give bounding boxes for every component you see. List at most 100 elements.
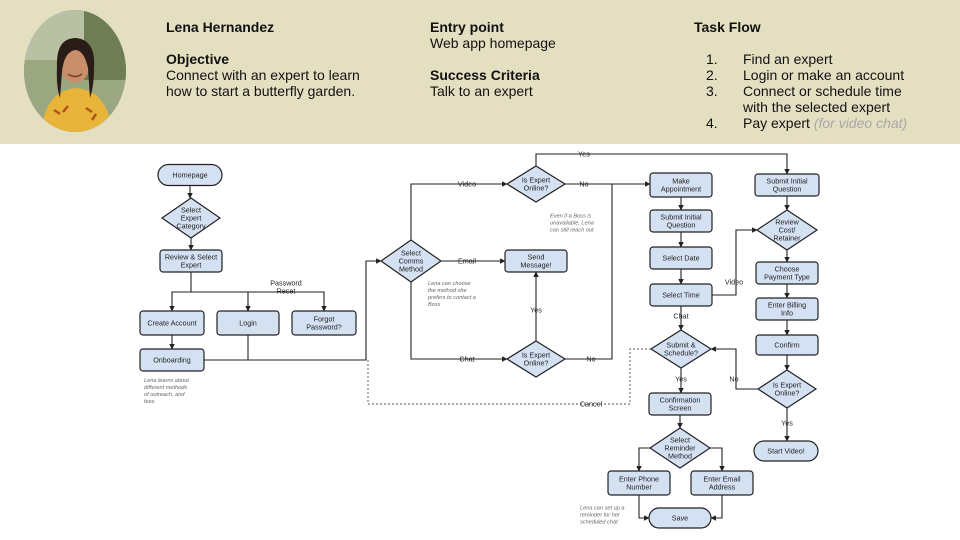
flow-node-save: Save bbox=[648, 507, 712, 529]
node-label: Create Account bbox=[147, 319, 196, 328]
flow-connector bbox=[710, 495, 723, 521]
node-label: Address bbox=[709, 483, 736, 492]
node-label: Message! bbox=[520, 261, 551, 270]
note-comms: Lena can choose bbox=[428, 281, 471, 287]
node-label: Expert bbox=[181, 214, 202, 223]
task-step-number: 3. bbox=[706, 83, 718, 99]
node-label: Confirmation bbox=[660, 396, 701, 405]
node-label: Comms bbox=[399, 257, 424, 266]
flow-node-onboarding: Onboarding bbox=[139, 348, 205, 372]
node-label: Onboarding bbox=[153, 356, 191, 365]
node-label: Number bbox=[626, 483, 652, 492]
persona-photo bbox=[24, 10, 126, 132]
node-label: Select bbox=[181, 206, 201, 215]
node-label: Select bbox=[670, 436, 690, 445]
flow-connector bbox=[248, 291, 327, 312]
flow-node-submit-schedule: Submit &Schedule? bbox=[649, 329, 713, 369]
success-criteria-label: Success Criteria bbox=[430, 67, 540, 83]
task-step-text: with the selected expert bbox=[743, 99, 891, 115]
node-label: Screen bbox=[669, 404, 692, 413]
node-label: Question bbox=[667, 221, 696, 230]
persona-name: Lena Hernandez bbox=[166, 19, 275, 35]
edge-label-password-reset: Password bbox=[270, 279, 302, 288]
task-step-text: Connect or schedule time bbox=[743, 83, 902, 99]
task-step-text: Pay expert (for video chat) bbox=[743, 115, 907, 131]
task-step-main: Pay expert bbox=[743, 115, 814, 131]
note-comms: Boss bbox=[428, 302, 441, 308]
flow-node-select-time: Select Time bbox=[649, 283, 713, 307]
edge-label-video-right: Video bbox=[725, 278, 743, 287]
node-label: Make bbox=[672, 177, 690, 186]
flow-connector bbox=[169, 272, 192, 312]
node-label: Is Expert bbox=[522, 176, 550, 185]
flow-connector bbox=[410, 181, 508, 240]
node-label: Send bbox=[528, 253, 545, 262]
edge-label-yes-message: Yes bbox=[530, 306, 542, 315]
note-comms: the method she bbox=[428, 288, 467, 294]
node-label: Online? bbox=[524, 184, 549, 193]
node-label: Enter Email bbox=[703, 475, 741, 484]
note-unavailable: unavailable, Lena bbox=[550, 221, 594, 227]
node-label: Cost/ bbox=[779, 226, 796, 235]
flow-node-login: Login bbox=[216, 310, 280, 336]
flow-edges bbox=[169, 153, 790, 521]
flow-connector bbox=[535, 153, 790, 175]
edge-label-password-reset: Reset bbox=[277, 287, 296, 296]
edge-label-yes-top: Yes bbox=[578, 150, 590, 159]
flow-connector bbox=[636, 447, 650, 472]
edge-label-yes-schedule: Yes bbox=[675, 375, 687, 384]
flow-connector bbox=[410, 282, 508, 362]
note-unavailable: Even if a Boss is bbox=[550, 214, 592, 220]
flow-node-start-video: Start Video! bbox=[753, 440, 819, 462]
edge-label-no-video: No bbox=[579, 180, 588, 189]
flow-connector bbox=[204, 258, 382, 361]
entry-point-value: Web app homepage bbox=[430, 35, 556, 51]
node-label: Choose bbox=[775, 265, 800, 274]
note-reminder: Lena can set up a bbox=[580, 506, 624, 512]
note-onboarding: fees bbox=[144, 399, 155, 405]
node-label: Payment Type bbox=[764, 273, 810, 282]
objective-line-1: Connect with an expert to learn bbox=[166, 67, 360, 83]
node-label: Select bbox=[401, 249, 421, 258]
node-label: Submit Initial bbox=[660, 213, 702, 222]
node-label: Password? bbox=[306, 323, 342, 332]
flow-connector bbox=[638, 495, 650, 521]
node-label: Select Date bbox=[662, 254, 699, 263]
flow-connector bbox=[710, 447, 725, 472]
flow-edge-labels: PasswordResetVideoEmailChatYesNoYesNoVid… bbox=[270, 150, 793, 428]
edge-label-chat-right: Chat bbox=[673, 312, 688, 321]
node-label: Homepage bbox=[172, 171, 207, 180]
note-reminder: scheduled chat bbox=[580, 520, 618, 526]
task-step-number: 2. bbox=[706, 67, 718, 83]
edge-label-yes-final: Yes bbox=[781, 419, 793, 428]
flow-node-homepage: Homepage bbox=[157, 163, 223, 187]
node-label: Retainer bbox=[773, 234, 801, 243]
task-step-text: Find an expert bbox=[743, 51, 833, 67]
node-label: Submit Initial bbox=[766, 177, 808, 186]
flow-connector bbox=[710, 346, 758, 390]
edge-label-chat: Chat bbox=[459, 355, 474, 364]
note-comms: prefers to contact a bbox=[427, 295, 476, 301]
node-label: Online? bbox=[775, 389, 800, 398]
node-label: Schedule? bbox=[664, 349, 698, 358]
task-step-number: 4. bbox=[706, 115, 718, 131]
cancel-connector bbox=[367, 348, 651, 405]
node-label: Method bbox=[668, 452, 692, 461]
note-onboarding: of outreach, and bbox=[144, 392, 185, 398]
avatar bbox=[24, 10, 126, 132]
edge-label-video: Video bbox=[458, 180, 476, 189]
flow-connector bbox=[712, 227, 758, 296]
